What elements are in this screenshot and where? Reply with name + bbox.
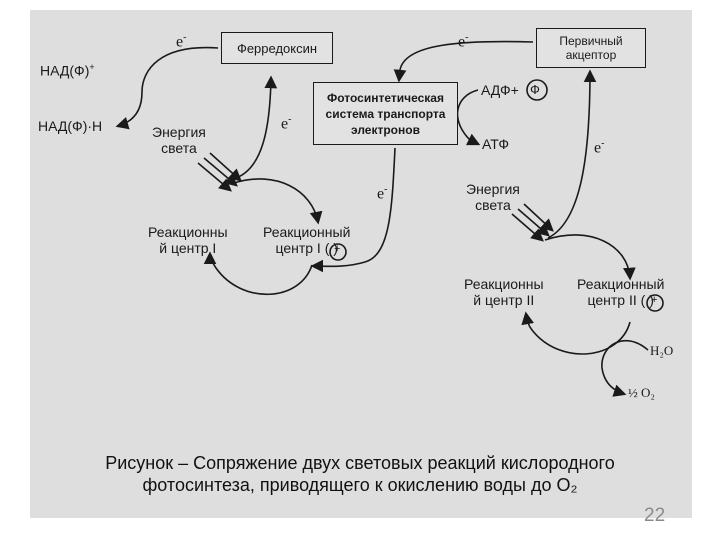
water-oxidation-arrow [601, 339, 649, 397]
adp-atp-arrow [456, 89, 481, 146]
caption-line-1: Рисунок – Сопряжение двух световых реакц… [105, 453, 615, 473]
phosphate-label: Ф [530, 82, 540, 97]
acceptor-to-transport-arrow [393, 40, 534, 83]
figure-caption: Рисунок – Сопряжение двух световых реакц… [40, 452, 680, 496]
light-arrow-1c [209, 152, 242, 182]
rc2-cycle-bottom-arrow [521, 311, 631, 355]
nadp-reduction-arrow [115, 46, 219, 130]
electron-label-1: e- [176, 32, 187, 51]
nadp-plus-label: НАД(Ф)+ [40, 62, 95, 79]
rc2-left-label: Реакционны й центр II [464, 276, 544, 308]
transport-system-box: Фотосинтетическая система транспорта эле… [313, 82, 458, 145]
electron-label-3: e- [458, 32, 469, 51]
primary-acceptor-label: Первичный акцептор [559, 34, 623, 62]
rc2-plus-sign: + [651, 294, 658, 306]
ferredoxin-label: Ферредоксин [236, 40, 318, 56]
water-label: H₂O [650, 343, 674, 358]
light-arrow-2c [523, 203, 554, 232]
electron-label-2: e- [281, 114, 292, 133]
rc2-right-label: Реакционный центр II ( ) [577, 276, 665, 308]
rc1-plus-sign: + [334, 243, 341, 255]
rc2-to-acceptor-arrow [547, 69, 597, 239]
primary-acceptor-box: Первичный акцептор [536, 28, 646, 68]
caption-line-2: фотосинтеза, приводящего к окислению вод… [142, 475, 578, 495]
rc1-to-ferredoxin-arrow [235, 75, 278, 179]
atp-label: АТФ [482, 136, 509, 152]
slide-number: 22 [644, 505, 666, 526]
rc1-cycle-top-arrow [233, 178, 323, 225]
transport-system-label: Фотосинтетическая система транспорта эле… [325, 90, 446, 137]
rc1-right-label: Реакционный центр I ( ) [263, 224, 351, 256]
oxygen-label: ½ O₂ [628, 385, 655, 400]
light-arrow-2a [511, 213, 544, 242]
ferredoxin-box: Ферредоксин [221, 32, 333, 64]
light-energy-label-2: Энергия света [466, 181, 520, 213]
adp-label: АДФ+ [481, 82, 519, 98]
rc1-cycle-bottom-arrow [203, 251, 313, 296]
rc2-cycle-top-arrow [544, 234, 636, 281]
rc1-left-label: Реакционны й центр I [148, 224, 228, 256]
light-energy-label-1: Энергия света [152, 124, 206, 156]
nadph-label: НАД(Ф)·Н [38, 118, 103, 134]
rc1-charge-circle [329, 243, 347, 261]
transport-to-rc1-arrow [310, 147, 396, 273]
phosphate-circle [526, 79, 548, 101]
rc2-charge-circle [646, 294, 664, 312]
electron-label-5: e- [594, 138, 605, 157]
electron-label-4: e- [377, 184, 388, 203]
